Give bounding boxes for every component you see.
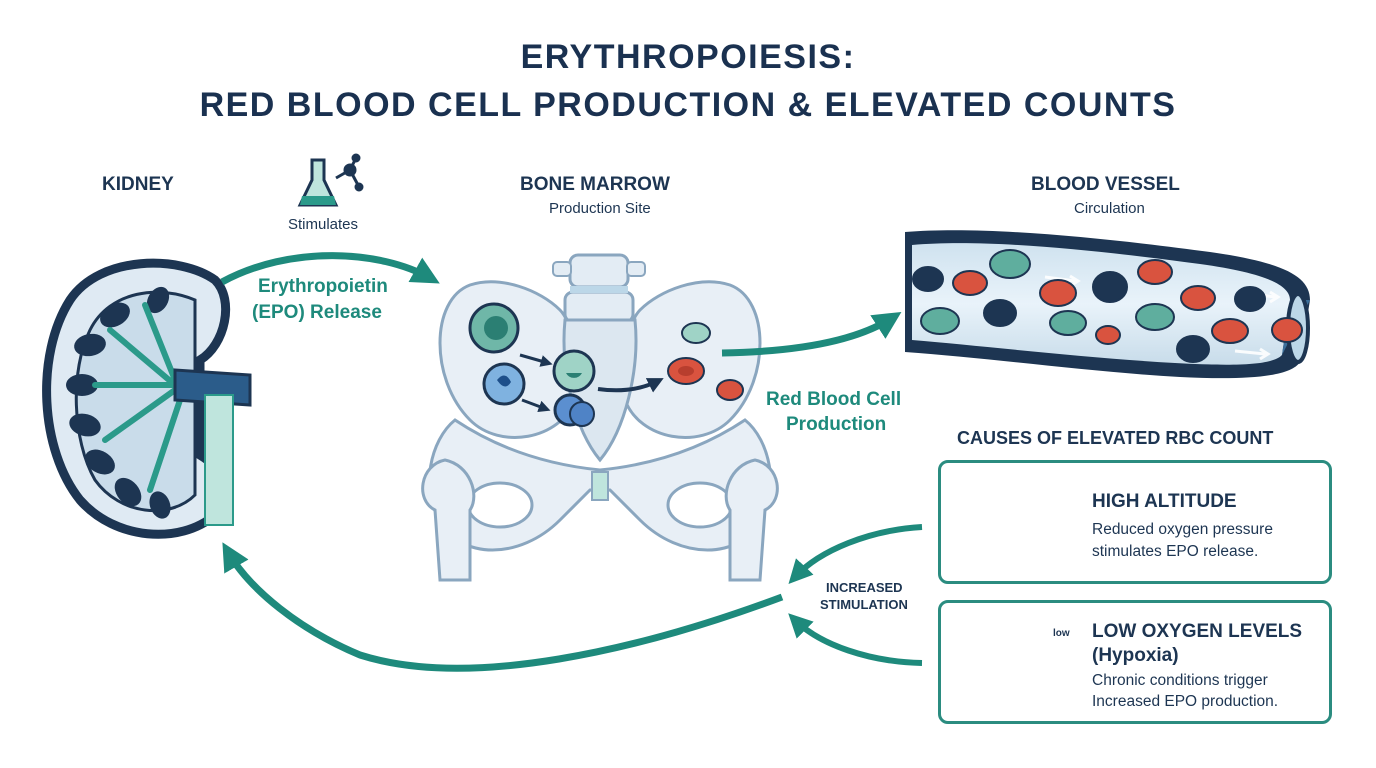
cause-text-line-2: Increased EPO production. bbox=[1092, 693, 1279, 710]
rbc-production-line-2: Production bbox=[786, 414, 887, 435]
cause-text-line-2: stimulates EPO release. bbox=[1092, 543, 1259, 560]
rbc-to-vessel-arrow bbox=[721, 311, 902, 357]
title-line-1: ERYTHROPOIESIS: bbox=[520, 38, 856, 76]
bone-marrow-label: BONE MARROW bbox=[520, 174, 670, 195]
cause-text-line-1: Reduced oxygen pressure bbox=[1092, 521, 1273, 538]
feedback-label-line-2: STIMULATION bbox=[820, 597, 908, 612]
blood-vessel-sublabel: Circulation bbox=[1074, 200, 1145, 217]
stem-cell-2 bbox=[552, 349, 596, 393]
epo-label-line-1: Erythropoietin bbox=[258, 276, 388, 297]
kidney-illustration bbox=[42, 258, 252, 539]
stimulates-label: Stimulates bbox=[288, 216, 359, 233]
cause-card-high-altitude: HIGH ALTITUDE Reduced oxygen pressure st… bbox=[938, 460, 1332, 584]
gauge-label: low bbox=[1053, 628, 1070, 639]
cause-title-line-2: (Hypoxia) bbox=[1092, 645, 1179, 666]
feedback-label-line-1: INCREASED bbox=[826, 580, 903, 595]
stem-cell-4 bbox=[553, 393, 595, 427]
epo-label-line-2: (EPO) Release bbox=[252, 302, 382, 323]
bone-cell-teal bbox=[681, 322, 711, 344]
vessel-cells bbox=[912, 249, 1303, 363]
flask-molecule-icon bbox=[297, 153, 364, 207]
title-line-2: RED BLOOD CELL PRODUCTION & ELEVATED COU… bbox=[199, 86, 1177, 124]
rbc-marrow-1 bbox=[667, 357, 705, 385]
blood-vessel-illustration bbox=[905, 230, 1310, 379]
cause-title-line-1: LOW OXYGEN LEVELS bbox=[1092, 621, 1303, 642]
stem-cell-1 bbox=[468, 302, 520, 354]
causes-heading: CAUSES OF ELEVATED RBC COUNT bbox=[957, 428, 1274, 448]
cause-text-line-1: Chronic conditions trigger bbox=[1092, 672, 1268, 689]
blood-vessel-label: BLOOD VESSEL bbox=[1031, 174, 1180, 195]
bone-marrow-sublabel: Production Site bbox=[549, 200, 651, 217]
kidney-label: KIDNEY bbox=[102, 174, 174, 195]
feedback-arrow-upper bbox=[788, 524, 923, 585]
feedback-arrow-lower bbox=[788, 613, 923, 666]
rbc-production-line-1: Red Blood Cell bbox=[766, 389, 902, 410]
rbc-marrow-2 bbox=[716, 379, 744, 401]
pelvis-illustration bbox=[421, 253, 779, 582]
cause-card-low-oxygen: LOW OXYGEN LEVELS (Hypoxia) Chronic cond… bbox=[938, 600, 1332, 724]
epo-arrow bbox=[220, 252, 440, 286]
feedback-arrow-main bbox=[222, 542, 784, 672]
stem-cell-3 bbox=[482, 362, 526, 406]
cause-title: HIGH ALTITUDE bbox=[1092, 491, 1237, 512]
